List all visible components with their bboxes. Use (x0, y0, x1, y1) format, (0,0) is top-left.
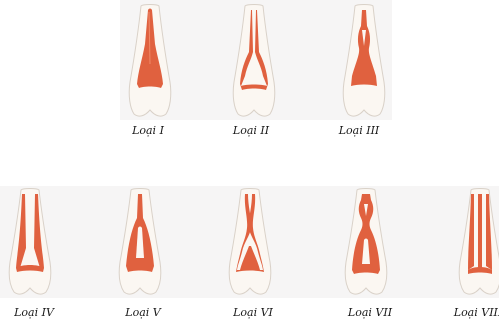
tooth-type-8-diagram (458, 188, 499, 296)
tooth-type-7-label: Loại VII (348, 306, 392, 319)
tooth-type-5-label: Loại V (125, 306, 160, 319)
tooth-type-2-diagram (232, 4, 276, 118)
tooth-type-3-label: Loại III (339, 124, 380, 137)
tooth-type-1-diagram (128, 4, 172, 118)
tooth-type-8-label: Loại VIII (454, 306, 499, 319)
tooth-type-5-diagram (118, 188, 162, 296)
tooth-type-4-diagram (8, 188, 52, 296)
tooth-type-4-label: Loại IV (14, 306, 54, 319)
tooth-type-7-diagram (344, 188, 388, 296)
tooth-type-2-label: Loại II (233, 124, 269, 137)
tooth-type-6-diagram (228, 188, 272, 296)
tooth-type-6-label: Loại VI (233, 306, 273, 319)
tooth-type-3-diagram (342, 4, 386, 118)
tooth-type-1-label: Loại I (132, 124, 164, 137)
